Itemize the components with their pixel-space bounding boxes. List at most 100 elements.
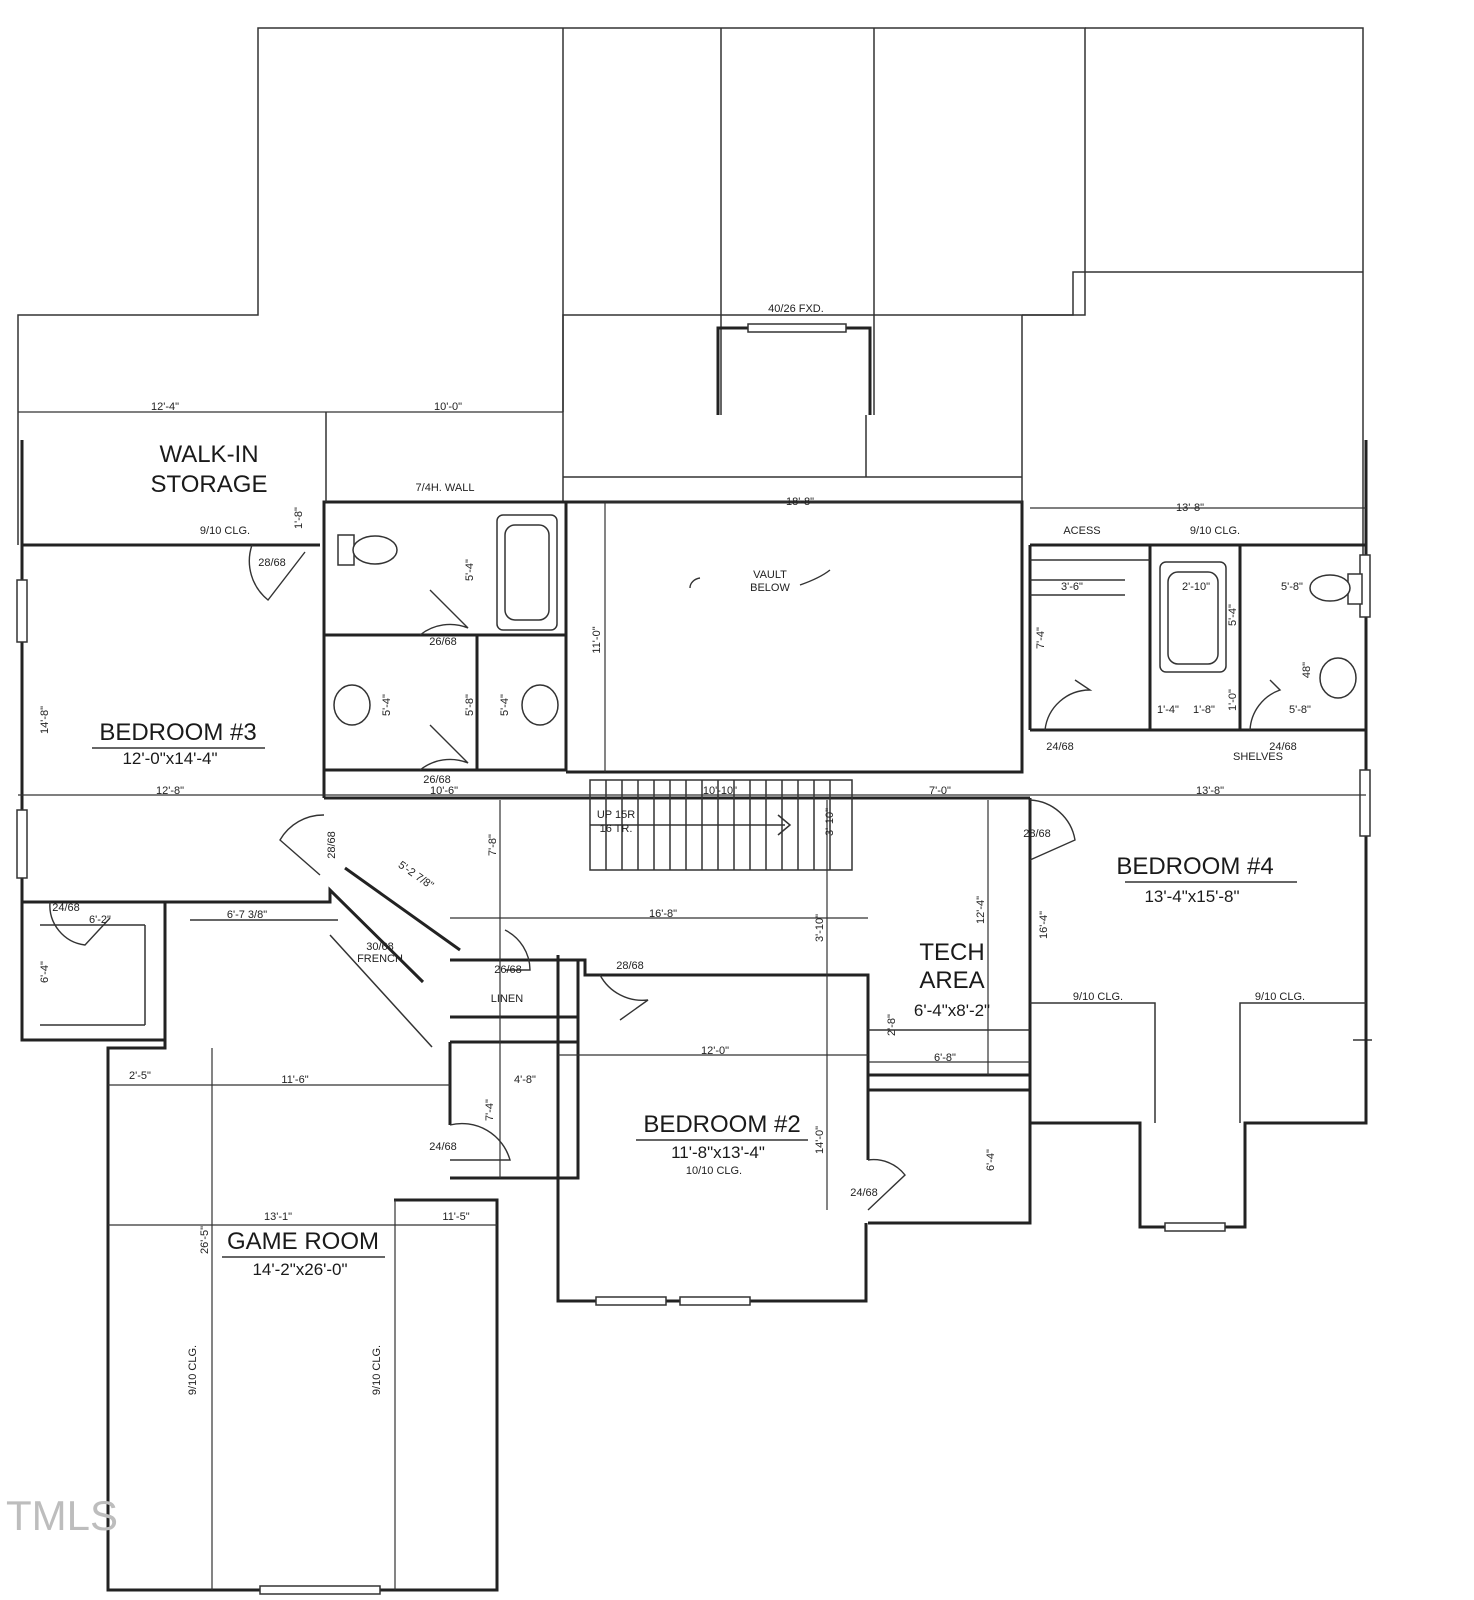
sink-bath4 <box>1319 657 1357 699</box>
dim-bath4-2: 2'-10" <box>1182 581 1210 593</box>
bed4-ceiling-lines <box>1030 559 1366 1123</box>
dim-bath3-4: 5'-4" <box>499 694 511 716</box>
door-swings <box>49 544 1282 1211</box>
door-label-bed3-closet: 28/68 <box>258 557 286 569</box>
dim-bath4-3: 5'-8" <box>1281 581 1303 593</box>
dim-angled-1: 5'-2 7/8" <box>396 859 436 892</box>
dim-bath4-5: 48" <box>1301 662 1313 678</box>
dim-hall-b: 7'-0" <box>929 785 951 797</box>
roof-outline <box>17 27 1372 1041</box>
dim-bed4-width: 13'-8" <box>1196 785 1224 797</box>
door-bath4-b <box>1249 679 1282 731</box>
game-name: GAME ROOM <box>227 1228 379 1255</box>
dim-closet-v1: 6'-4" <box>985 1149 997 1171</box>
dim-tech-w: 6'-8" <box>934 1052 956 1064</box>
door-label-bed2: 28/68 <box>616 960 644 972</box>
dim-top-left: 12'-4" <box>151 401 179 413</box>
walkin-label-2: STORAGE <box>151 471 268 498</box>
dim-closet-v2: 7'-4" <box>484 1099 496 1121</box>
french-door-wall <box>190 866 461 1048</box>
door-label-bed4: 28/68 <box>1023 828 1051 840</box>
door-label-game-closet: 24/68 <box>429 1141 457 1153</box>
door-label-bed2-closet: 24/68 <box>850 1187 878 1199</box>
window-bed3-b <box>16 809 28 879</box>
game-ceiling-b: 9/10 CLG. <box>371 1345 383 1395</box>
dim-game-v: 26'-5" <box>199 1226 211 1254</box>
dim-bath4-6: 1'-4" <box>1157 704 1179 716</box>
dim-angled-2: 6'-7 3/8" <box>227 909 267 921</box>
window-bed4 <box>1359 769 1371 837</box>
bed4-ceiling-b: 9/10 CLG. <box>1255 991 1305 1003</box>
door-label-bath3-b: 26/68 <box>423 774 451 786</box>
fixed-window-label: 40/26 FXD. <box>768 303 824 315</box>
dim-bed3-h: 14'-8" <box>39 706 51 734</box>
sink-bath3-b <box>521 684 559 726</box>
tech-label-2: AREA <box>919 967 984 994</box>
access-note: ACESS <box>1063 525 1100 537</box>
dim-bonus-width: 18'-8" <box>786 496 814 508</box>
fixtures <box>333 514 1363 726</box>
dim-top-mid: 10'-0" <box>434 401 462 413</box>
stairs-tread-label: 16 TR. <box>600 823 633 835</box>
bed4-ceiling-a: 9/10 CLG. <box>1073 991 1123 1003</box>
door-small-closet <box>49 901 111 946</box>
door-label-bath4-a: 24/68 <box>1046 741 1074 753</box>
dim-game-top: 11'-6" <box>281 1074 308 1086</box>
notes: 7/4H. WALL VAULT BELOW ACESS SHELVES LIN… <box>187 482 1305 1395</box>
half-wall-note: 7/4H. WALL <box>416 482 475 494</box>
bath4-ceiling: 9/10 CLG. <box>1190 525 1240 537</box>
dim-bath4-1: 3'-6" <box>1061 581 1083 593</box>
window-bed4-bay <box>1164 1222 1226 1232</box>
dim-bath4-9: 5'-8" <box>1289 704 1311 716</box>
bathtub-bath4-inner <box>1167 571 1219 665</box>
door-bath3-a <box>419 589 469 636</box>
bed3-size: 12'-0"x14'-4" <box>122 749 217 768</box>
dim-bath3-2: 5'-8" <box>464 694 476 716</box>
door-bed3-hall <box>279 814 325 876</box>
dim-bed2-v: 14'-0" <box>814 1126 826 1154</box>
tech-label-1: TECH <box>919 939 984 966</box>
dim-bath4-4: 5'-4" <box>1227 604 1239 626</box>
stairs-up-label: UP 15R <box>597 809 635 821</box>
dim-stair-len: 10'-10" <box>703 785 737 797</box>
bed2-name: BEDROOM #2 <box>643 1111 800 1138</box>
dim-bath3-1: 5'-4" <box>464 559 476 581</box>
tech-size: 6'-4"x8'-2" <box>914 1001 990 1020</box>
window-game <box>259 1585 381 1595</box>
door-label-bath4-b: 24/68 <box>1269 741 1297 753</box>
dim-game-right: 11'-5" <box>442 1211 469 1223</box>
bathtub-bath3-inner <box>504 524 550 621</box>
walkin-label-1: WALK-IN <box>159 441 258 468</box>
dim-bonus-h: 11'-0" <box>591 626 603 653</box>
bed2-ceiling: 10/10 CLG. <box>686 1165 742 1177</box>
bed3-ceiling: 9/10 CLG. <box>200 525 250 537</box>
door-linen <box>504 929 531 971</box>
window-bed2-a <box>595 1296 667 1306</box>
door-bed3-closet <box>248 544 306 601</box>
dim-bath3-5: 1'-8" <box>293 507 305 529</box>
door-bed2 <box>599 974 649 1021</box>
vault-note-2: BELOW <box>750 582 790 594</box>
room-labels: WALK-IN STORAGE BEDROOM #3 12'-0"x14'-4"… <box>92 441 1297 1279</box>
dim-hall-v2: 3'-10" <box>824 808 836 836</box>
dim-bath4-7: 1'-8" <box>1193 704 1215 716</box>
bed3-name: BEDROOM #3 <box>99 719 256 746</box>
bed2-size: 11'-8"x13'-4" <box>671 1143 765 1162</box>
shelves-note: SHELVES <box>1233 751 1283 763</box>
dim-tech-v2: 2'-8" <box>886 1014 898 1036</box>
dim-bed4-v: 16'-4" <box>1038 911 1050 939</box>
window-bed3-a <box>16 579 28 643</box>
linen-note: LINEN <box>491 993 523 1005</box>
dim-bath3-3: 5'-4" <box>381 694 393 716</box>
door-bed4 <box>1029 799 1076 861</box>
door-bath4-a <box>1044 679 1093 731</box>
door-label-small-closet: 24/68 <box>52 902 80 914</box>
toilet-bath4 <box>1309 574 1351 602</box>
door-label-bath3-a: 26/68 <box>429 636 457 648</box>
vault-arrows <box>689 569 831 589</box>
door-labels: 28/68 26/68 26/68 28/68 24/68 26/68 28/6… <box>52 557 1297 1199</box>
door-label-linen: 26/68 <box>494 964 522 976</box>
door-game-closet <box>449 1122 511 1161</box>
bed4-size: 13'-4"x15'-8" <box>1144 887 1239 906</box>
